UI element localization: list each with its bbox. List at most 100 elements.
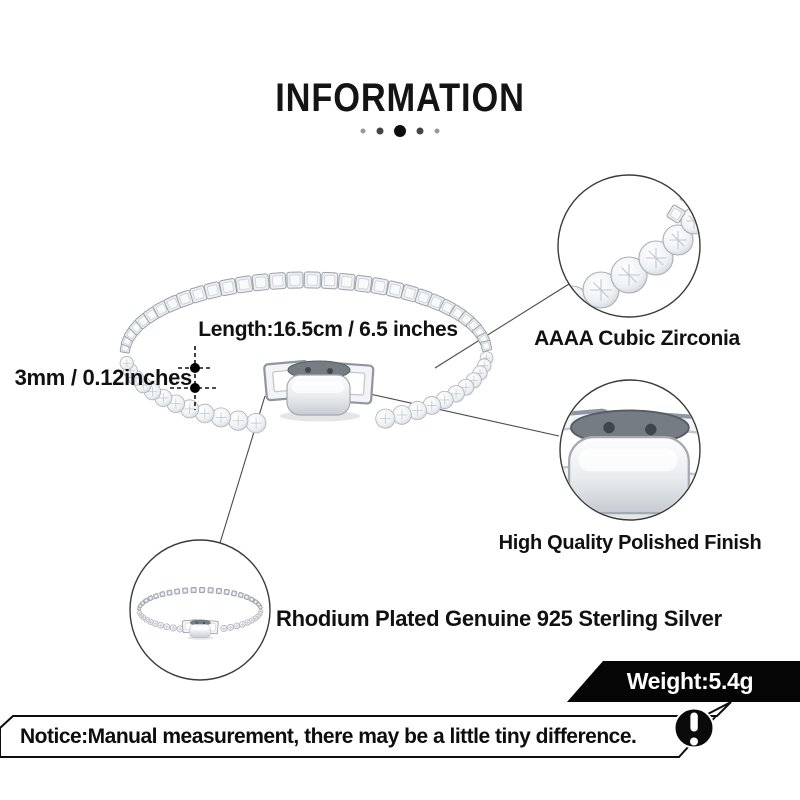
exclamation-icon bbox=[673, 707, 715, 749]
connector-line-zirconia bbox=[434, 283, 570, 369]
stone-facet bbox=[256, 614, 260, 618]
callout-circle-bracelet bbox=[129, 539, 271, 681]
zoom-setting bbox=[697, 157, 706, 166]
bead bbox=[160, 592, 165, 597]
divider-dots-icon bbox=[360, 125, 440, 137]
bead bbox=[256, 602, 261, 607]
stone-facet bbox=[199, 408, 210, 419]
stone-facet bbox=[232, 415, 244, 427]
bead bbox=[238, 278, 250, 291]
bead bbox=[340, 276, 353, 288]
bead bbox=[249, 597, 254, 602]
bead bbox=[232, 591, 237, 596]
bead bbox=[154, 594, 159, 599]
stone-facet bbox=[147, 387, 158, 397]
stone-facet bbox=[451, 389, 461, 399]
bead bbox=[137, 607, 141, 610]
bead bbox=[140, 601, 145, 605]
bead bbox=[166, 298, 179, 310]
measurement-guide bbox=[170, 346, 217, 410]
bead bbox=[224, 589, 229, 595]
stone-facet bbox=[439, 395, 450, 405]
bead bbox=[222, 281, 234, 293]
stone-facet bbox=[178, 627, 182, 631]
length-measurement-label: Length:16.5cm / 6.5 inches bbox=[198, 318, 458, 341]
bead bbox=[208, 588, 213, 593]
page-title: INFORMATION bbox=[275, 76, 525, 120]
stone-facet bbox=[171, 626, 175, 630]
stone-facet bbox=[149, 620, 153, 624]
stone-facet bbox=[245, 621, 249, 625]
stone-facet bbox=[250, 417, 262, 429]
bead bbox=[138, 604, 142, 608]
bead bbox=[482, 342, 491, 350]
zoom-stone-facet bbox=[669, 231, 687, 249]
weight-ribbon bbox=[567, 661, 800, 702]
stone-facet bbox=[170, 398, 181, 409]
callout-circle-clasp bbox=[559, 379, 701, 521]
bead bbox=[258, 605, 262, 609]
stone-facet bbox=[184, 403, 195, 414]
zoom-setting bbox=[688, 176, 699, 186]
callout-circle-zirconia bbox=[557, 157, 706, 318]
stone-facet bbox=[138, 380, 148, 390]
bead bbox=[167, 590, 172, 595]
zoom-stone-facet bbox=[618, 264, 640, 286]
bead bbox=[155, 303, 167, 315]
stone-facet bbox=[145, 618, 149, 622]
bead bbox=[179, 293, 191, 305]
bead bbox=[148, 596, 153, 601]
bead bbox=[430, 296, 442, 309]
bead bbox=[272, 275, 284, 287]
bracelet-photo bbox=[119, 271, 494, 434]
callout-label-material: Rhodium Plated Genuine 925 Sterling Silv… bbox=[276, 606, 722, 631]
stone-facet bbox=[469, 376, 479, 385]
stone-facet bbox=[253, 617, 257, 620]
connector-line-clasp bbox=[369, 393, 560, 437]
bead bbox=[254, 276, 267, 289]
bead bbox=[200, 588, 205, 592]
bead bbox=[306, 274, 318, 286]
stone-facet bbox=[123, 359, 131, 367]
bead bbox=[442, 301, 454, 314]
stone-facet bbox=[461, 382, 471, 392]
stone-facet bbox=[380, 413, 391, 424]
bead bbox=[357, 278, 370, 290]
stone-facet bbox=[138, 611, 141, 614]
callout-label-polished-finish: High Quality Polished Finish bbox=[498, 532, 762, 554]
stone-facet bbox=[165, 625, 169, 629]
stone-facet bbox=[222, 626, 226, 631]
zoom-setting bbox=[670, 208, 682, 220]
weight-badge-label: Weight:5.4g bbox=[626, 668, 754, 694]
bead bbox=[216, 588, 221, 594]
bead bbox=[206, 284, 219, 297]
stone-facet bbox=[158, 393, 169, 403]
bead bbox=[191, 588, 196, 593]
bead bbox=[389, 283, 401, 296]
zoom-setting bbox=[682, 190, 694, 202]
bead bbox=[452, 307, 464, 319]
bead bbox=[253, 600, 258, 604]
zoom-stone-facet bbox=[645, 247, 667, 269]
stone-facet bbox=[250, 619, 254, 623]
bead bbox=[183, 588, 188, 593]
callout-label-zirconia: AAAA Cubic Zirconia bbox=[534, 327, 740, 350]
stone-facet bbox=[153, 622, 157, 626]
bracelet-clasp bbox=[262, 359, 375, 423]
bead bbox=[323, 274, 336, 287]
stone-facet bbox=[240, 622, 244, 626]
bead bbox=[403, 287, 416, 300]
bead bbox=[144, 598, 148, 603]
bead bbox=[192, 288, 205, 301]
zoom-stone-facet bbox=[590, 279, 612, 301]
bead bbox=[289, 274, 301, 286]
stone-facet bbox=[235, 624, 239, 628]
zoom-setting bbox=[691, 176, 699, 183]
bead bbox=[417, 291, 430, 304]
stone-facet bbox=[215, 412, 227, 423]
stone-facet bbox=[159, 623, 163, 627]
stone-facet bbox=[142, 616, 145, 619]
bead bbox=[175, 589, 180, 594]
bead bbox=[373, 280, 386, 293]
